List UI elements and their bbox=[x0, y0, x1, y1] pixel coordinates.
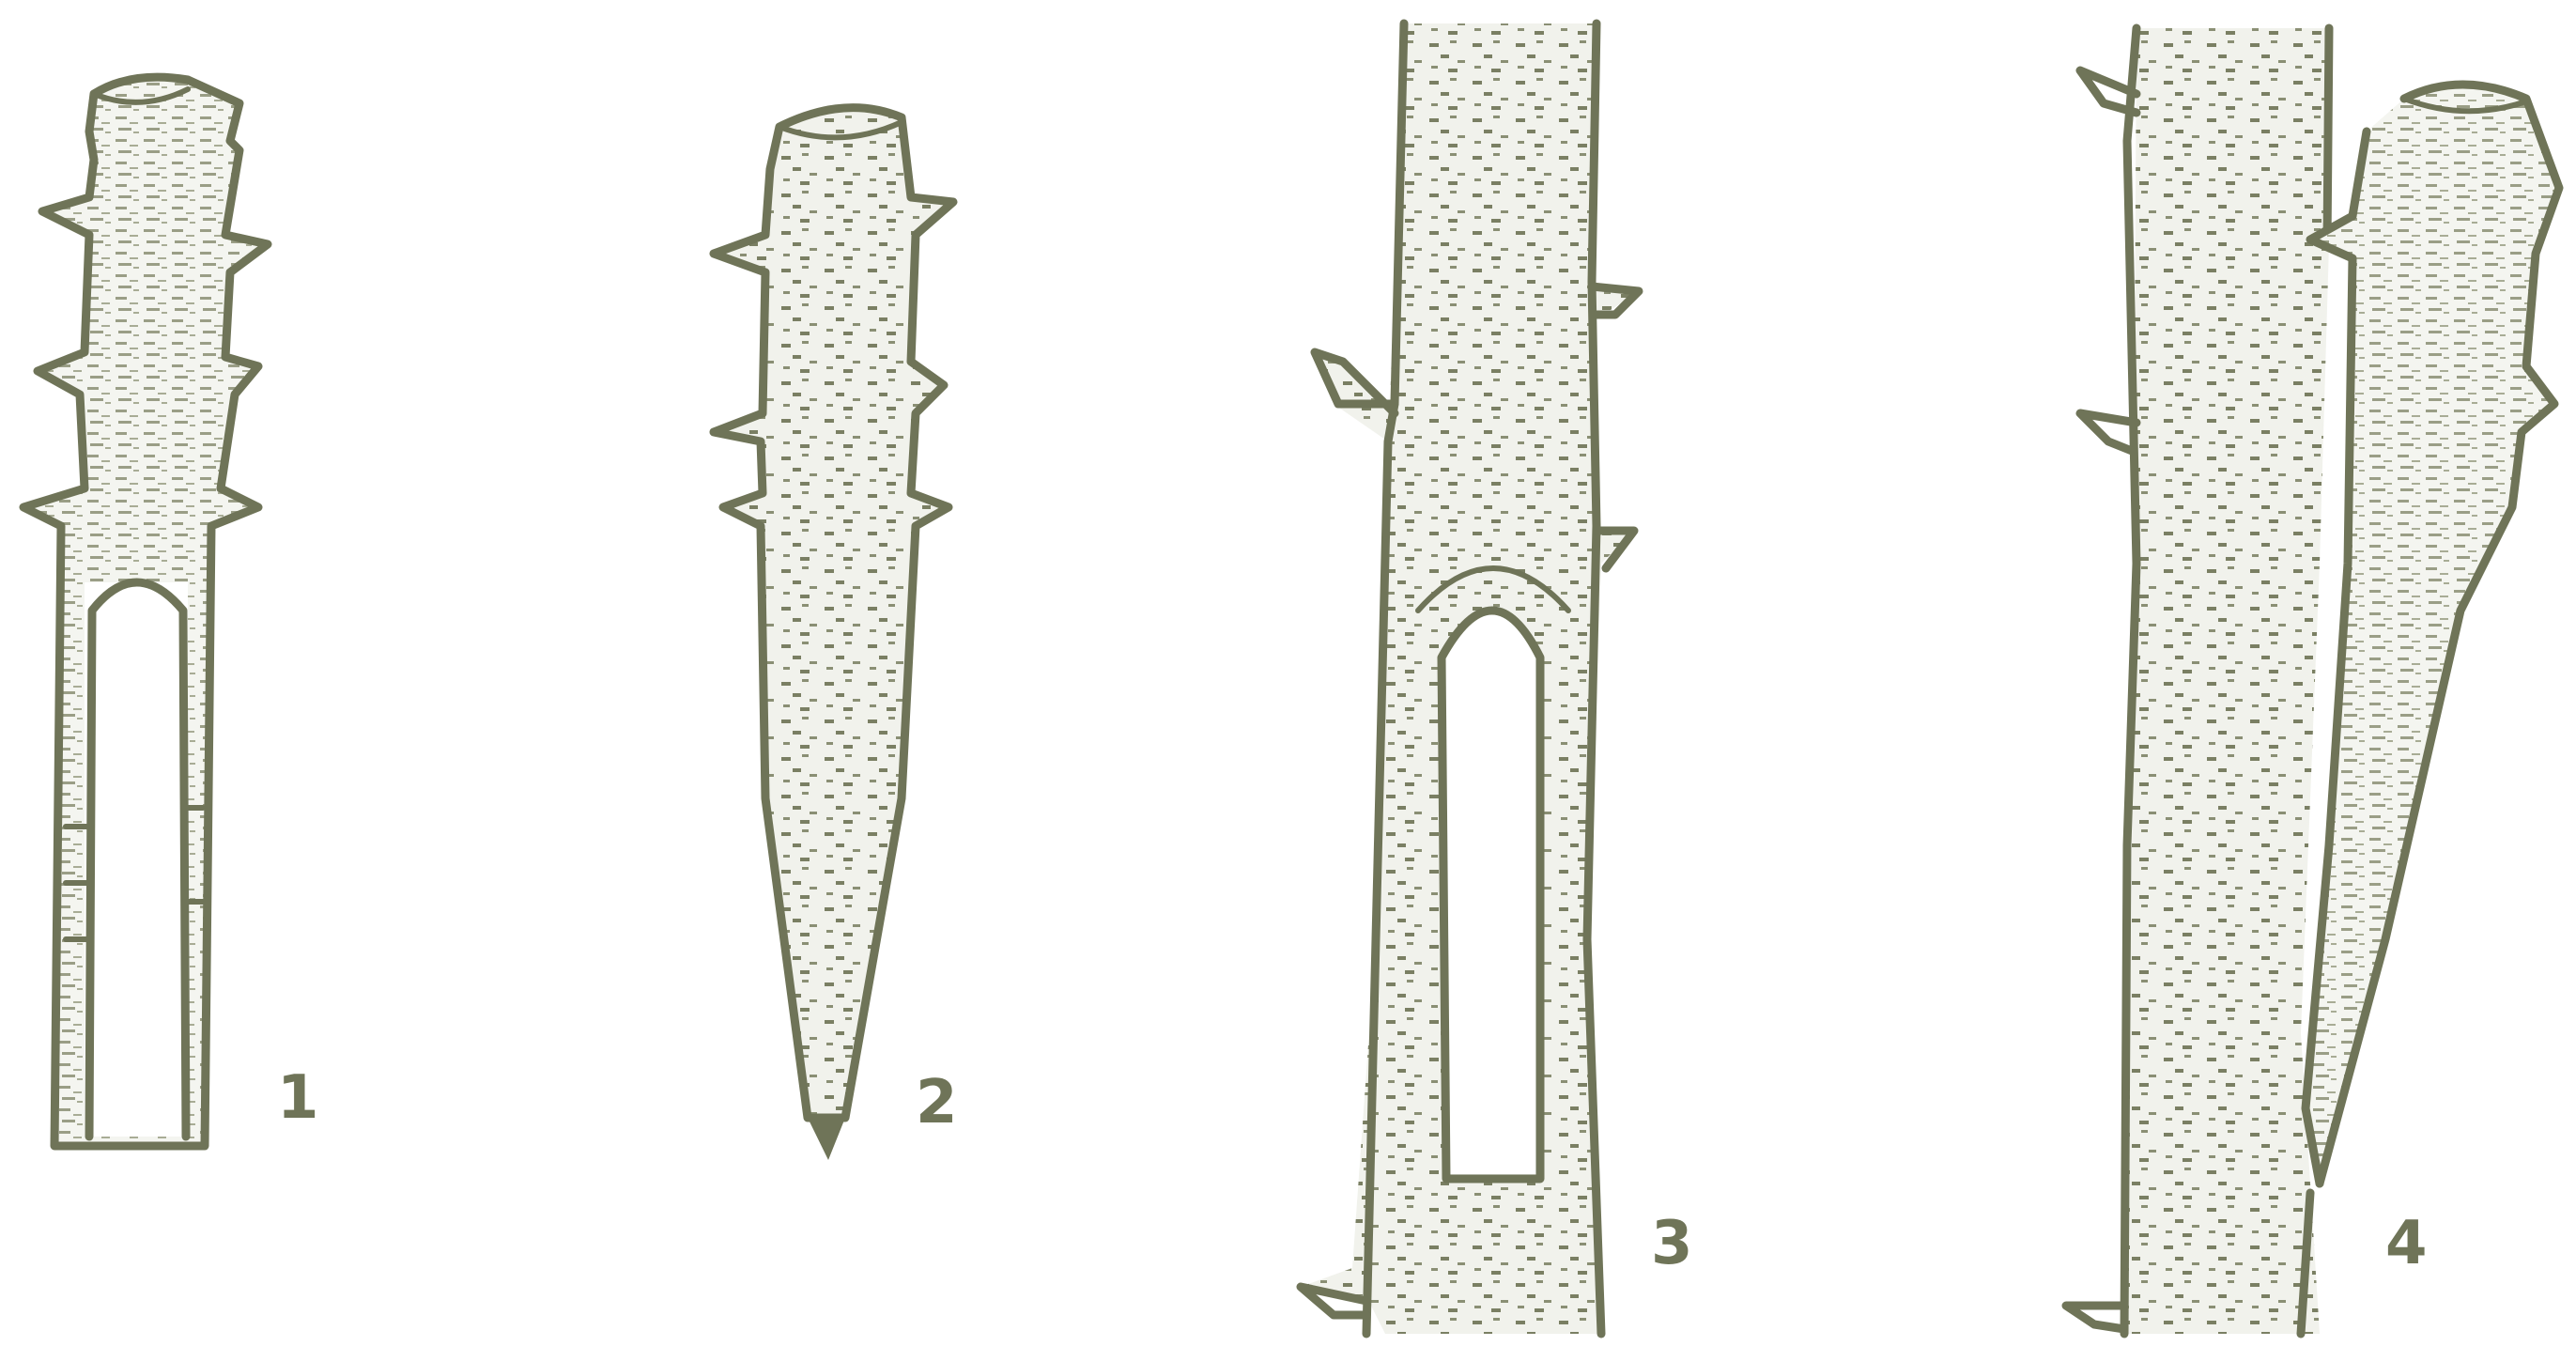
figure-1-label: 1 bbox=[277, 1063, 319, 1133]
figure-4-grafted-union bbox=[2066, 28, 2559, 1334]
figure-4-label: 4 bbox=[2385, 1209, 2428, 1278]
figure-2-label: 2 bbox=[916, 1068, 958, 1137]
figure-2-scion-wedge bbox=[714, 108, 953, 1160]
figure-1-scion-long-cut bbox=[23, 77, 268, 1146]
figure-3-label: 3 bbox=[1651, 1209, 1693, 1278]
figure-3-rootstock-slot bbox=[1301, 23, 1639, 1334]
